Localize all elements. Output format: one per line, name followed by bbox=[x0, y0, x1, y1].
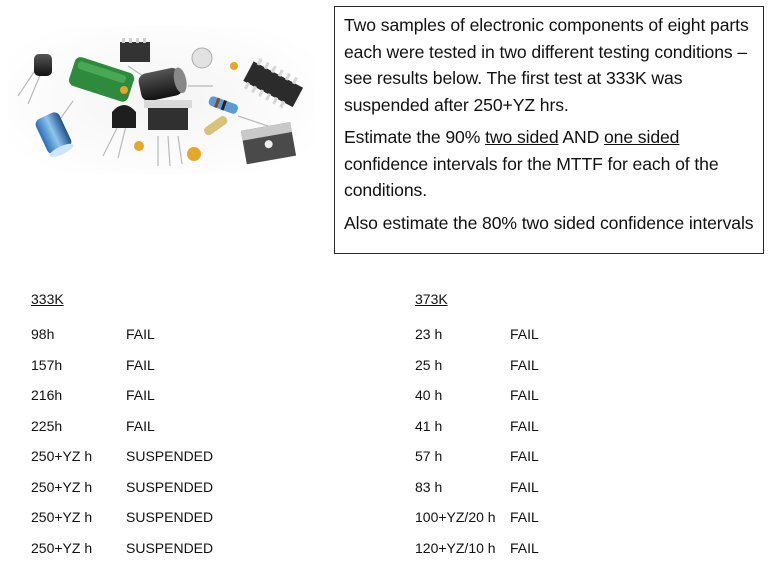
problem-task: Estimate the 90% two sided AND one sided… bbox=[344, 124, 757, 204]
result-row: 250+YZ h SUSPENDED bbox=[31, 533, 213, 564]
problem-intro: Two samples of electronic components of … bbox=[344, 15, 749, 115]
test-time: 250+YZ h bbox=[31, 509, 93, 526]
test-time: 250+YZ h bbox=[31, 539, 93, 556]
test-time: 57 h bbox=[415, 448, 443, 465]
test-status: SUSPENDED bbox=[126, 478, 214, 495]
result-row: 83 h FAIL bbox=[415, 472, 539, 503]
test-time: 250+YZ h bbox=[31, 448, 93, 465]
test-status: FAIL bbox=[510, 478, 539, 495]
result-row: 98h FAIL bbox=[31, 319, 213, 350]
test-time: 100+YZ/20 h bbox=[415, 509, 496, 526]
test-status: FAIL bbox=[510, 356, 539, 373]
result-row: 57 h FAIL bbox=[415, 441, 539, 472]
result-row: 40 h FAIL bbox=[415, 380, 539, 411]
test-status: FAIL bbox=[510, 326, 539, 343]
result-row: 120+YZ/10 h FAIL bbox=[415, 533, 539, 564]
task-text-and: AND bbox=[558, 127, 604, 147]
test-time: 98h bbox=[31, 326, 55, 343]
result-row: 216h FAIL bbox=[31, 380, 213, 411]
two-sided-term: two sided bbox=[485, 127, 559, 147]
condition-header: 373K bbox=[415, 291, 448, 307]
test-time: 23 h bbox=[415, 326, 443, 343]
task-text-before: Estimate the 90% bbox=[344, 127, 486, 147]
test-time: 250+YZ h bbox=[31, 478, 93, 495]
test-status: FAIL bbox=[126, 417, 155, 434]
test-status: FAIL bbox=[510, 387, 539, 404]
test-status: FAIL bbox=[510, 539, 539, 556]
result-row: 250+YZ h SUSPENDED bbox=[31, 441, 213, 472]
task-text-after: confidence intervals for the MTTF for ea… bbox=[344, 153, 719, 201]
test-status: FAIL bbox=[126, 387, 155, 404]
test-time: 41 h bbox=[415, 417, 443, 434]
test-time: 40 h bbox=[415, 387, 443, 404]
test-status: SUSPENDED bbox=[126, 509, 214, 526]
test-status: FAIL bbox=[510, 448, 539, 465]
problem-statement-box: Two samples of electronic components of … bbox=[334, 6, 764, 254]
test-time: 225h bbox=[31, 417, 63, 434]
test-time: 25 h bbox=[415, 356, 443, 373]
result-row: 225h FAIL bbox=[31, 411, 213, 442]
one-sided-term: one sided bbox=[603, 127, 680, 147]
result-row: 250+YZ h SUSPENDED bbox=[31, 502, 213, 533]
result-row: 25 h FAIL bbox=[415, 350, 539, 381]
test-status: SUSPENDED bbox=[126, 539, 214, 556]
results-373k: 373K 23 h FAIL 25 h FAIL 40 h FAIL 41 h FAIL… bbox=[415, 289, 539, 563]
test-status: FAIL bbox=[510, 509, 539, 526]
test-time: 216h bbox=[31, 387, 63, 404]
result-row: 23 h FAIL bbox=[415, 319, 539, 350]
test-status: FAIL bbox=[126, 356, 155, 373]
result-row: 100+YZ/20 h FAIL bbox=[415, 502, 539, 533]
problem-extra-task: Also estimate the 80% two sided confiden… bbox=[344, 212, 754, 233]
test-time: 83 h bbox=[415, 478, 443, 495]
test-status: FAIL bbox=[510, 417, 539, 434]
test-status: FAIL bbox=[126, 326, 155, 343]
test-time: 157h bbox=[31, 356, 63, 373]
condition-header: 333K bbox=[31, 291, 64, 307]
test-status: SUSPENDED bbox=[126, 448, 214, 465]
result-row: 157h FAIL bbox=[31, 350, 213, 381]
result-row: 250+YZ h SUSPENDED bbox=[31, 472, 213, 503]
result-row: 41 h FAIL bbox=[415, 411, 539, 442]
electronic-components-photo bbox=[8, 26, 314, 174]
test-time: 120+YZ/10 h bbox=[415, 539, 496, 556]
